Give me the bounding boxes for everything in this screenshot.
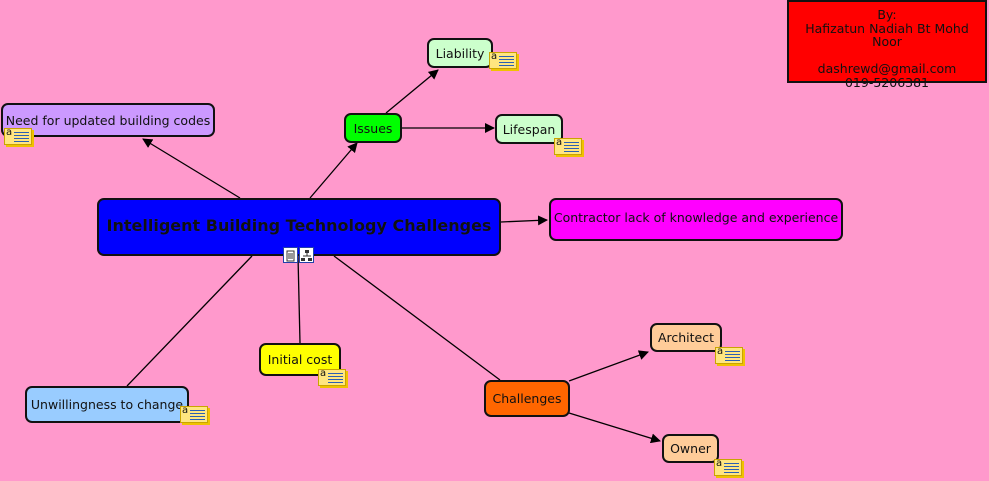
credits-phone: 019-5206381	[844, 74, 930, 90]
credits-by: By:	[877, 7, 897, 22]
concept-unwillingness-label: Unwillingness to change	[30, 397, 184, 412]
annotation-note-icon[interactable]: a	[180, 405, 208, 423]
concept-challenges[interactable]: Challenges	[484, 380, 570, 417]
link-root-unwillingness	[126, 255, 253, 387]
link-root-contractor	[500, 215, 548, 226]
concept-contractor[interactable]: Contractor lack of knowledge and experie…	[549, 198, 843, 241]
concept-unwillingness[interactable]: Unwillingness to change	[25, 386, 189, 423]
credits-author: Hafizatun Nadiah Bt Mohd Noor	[805, 20, 969, 49]
concept-contractor-label: Contractor lack of knowledge and experie…	[553, 210, 839, 225]
link-challenges-architect	[568, 350, 649, 382]
concept-building-codes[interactable]: Need for updated building codes	[1, 103, 215, 137]
concept-owner-label: Owner	[670, 441, 711, 456]
annotation-note-icon[interactable]: a	[714, 458, 742, 476]
link-root-challenges	[333, 255, 501, 381]
document-icon-glyph	[286, 250, 295, 262]
hierarchy-icon-glyph	[301, 250, 312, 261]
concept-liability-label: Liability	[435, 45, 485, 61]
concept-lifespan[interactable]: Lifespan	[495, 114, 563, 144]
link-root-building-codes	[142, 138, 241, 199]
link-root-issues	[309, 142, 358, 199]
annotation-note-icon[interactable]: a	[4, 127, 32, 145]
concept-liability[interactable]: Liability	[427, 38, 493, 68]
concept-challenges-label: Challenges	[492, 391, 562, 406]
document-icon[interactable]	[283, 247, 298, 263]
concept-issues-label: Issues	[353, 120, 393, 136]
credits-email: dashrewd@gmail.com	[817, 61, 957, 76]
credits-spacer	[789, 49, 985, 63]
hierarchy-icon[interactable]	[299, 247, 314, 263]
concept-building-codes-label: Need for updated building codes	[5, 112, 211, 128]
concept-lifespan-label: Lifespan	[502, 121, 556, 137]
concept-owner[interactable]: Owner	[662, 434, 719, 463]
concept-architect-label: Architect	[657, 330, 715, 345]
concept-initial-cost-label: Initial cost	[267, 352, 333, 367]
annotation-note-icon[interactable]: a	[715, 346, 743, 364]
link-issues-liability	[385, 69, 439, 114]
root-concept-label: Intelligent Building Technology Challeng…	[106, 215, 492, 235]
concept-issues[interactable]: Issues	[344, 113, 402, 143]
concept-architect[interactable]: Architect	[650, 323, 722, 352]
annotation-note-icon[interactable]: a	[554, 137, 582, 155]
concept-initial-cost[interactable]: Initial cost	[259, 343, 341, 376]
annotation-note-icon[interactable]: a	[318, 368, 346, 386]
link-root-initial-cost	[297, 255, 301, 344]
annotation-note-icon[interactable]: a	[489, 51, 517, 69]
link-challenges-owner	[568, 412, 661, 444]
credits-box: By: Hafizatun Nadiah Bt Mohd Noor dashre…	[787, 0, 987, 89]
